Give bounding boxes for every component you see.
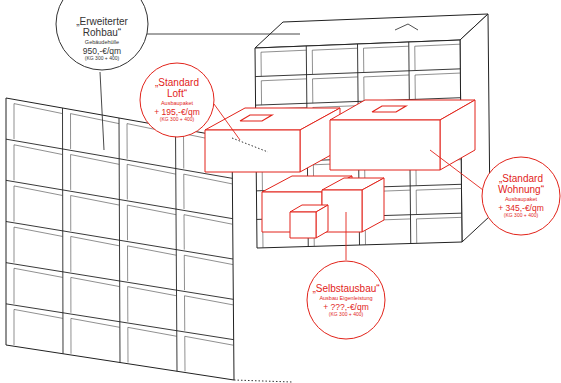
shelf-depth-line [128,287,177,322]
front-shelving [6,98,234,380]
shelf-depth-line [71,114,120,149]
shelf-depth-line [416,188,461,214]
shelf-depth-line [415,73,460,100]
leader-line [147,34,300,35]
shelf-floor [6,304,234,340]
shelf-depth-line [127,205,176,240]
shelf-depth-line [71,277,120,312]
callout-title: „Standard Loft“ [149,77,205,99]
shelf-depth-line [184,215,233,250]
module-face [362,178,384,232]
circle-shape [56,0,148,70]
circle-content: „Selbstausbau“Ausbau Eigenleistung + ???,… [306,260,386,340]
shelf-depth-line [185,296,234,331]
shelf-depth-line [185,336,234,371]
circle-outline [139,62,215,138]
price: + 195,-€/qm [154,108,200,117]
shelf-floor [6,263,233,300]
shelf-depth-line [128,246,177,281]
cost-group: (KG 300 + 400) [504,213,538,219]
roof-notch [395,24,418,30]
leader-line [346,212,347,260]
shelf-depth-line [313,77,358,103]
shelf-outline [6,98,234,380]
shelf-depth-line [261,50,306,76]
shelf-floor [255,69,460,77]
circle-content: „Standard Loft“Ausbaupaket + 195,-€/qm(KG… [139,62,215,138]
shelf-floor [6,139,232,178]
module-face [290,212,316,238]
module-face [316,205,328,238]
shelf-depth-line [184,255,233,290]
shelf-depth-line [71,236,120,271]
price: 950,-€/qm [83,47,121,56]
callout-title: „Selbstausbau“ [312,283,379,294]
callout-circle: „Standard Loft“Ausbaupaket + 195,-€/qm(KG… [139,62,215,138]
module-face [330,120,440,170]
cost-group: (KG 300 + 400) [160,117,194,123]
shelf-floor [6,180,233,218]
module-face [440,100,475,170]
price: + 345,-€/qm [498,204,544,213]
callout-circle: „Selbstausbau“Ausbau Eigenleistung + ???,… [306,260,386,340]
shelf-depth-line [261,79,306,105]
shelf-depth-line [127,164,176,199]
circle-content: „Standard Wohnung“Ausbaupaket + 345,-€/qm… [481,156,561,236]
shelf-depth-line [14,145,63,181]
shelf-depth-line [312,48,357,74]
circle-shape [140,63,214,137]
cost-group: (KG 300 + 400) [85,56,119,62]
circle-content: „Erweiterter Rohbau“Gebäudehülle 950,-€/q… [55,0,149,71]
circle-shape [307,261,385,339]
shelf-depth-line [415,44,460,71]
shelf-depth-line [14,104,63,140]
callout-title: „Erweiterter Rohbau“ [65,16,139,38]
shelf-depth-line [416,217,461,243]
circle-outline [481,156,561,236]
shelf-depth-line [184,174,233,209]
skylight [372,106,406,112]
dotted-edge [234,380,292,382]
shelf-depth-line [364,75,409,101]
shelf-depth-line [128,327,177,362]
callout-subtitle: Ausbaupaket [505,196,537,202]
shelf-depth-line [14,186,63,222]
skylight [240,115,272,121]
shelf-depth-line [364,46,409,73]
callout-circle: „Erweiterter Rohbau“Gebäudehülle 950,-€/q… [55,0,149,71]
shelf-depth-line [71,318,120,353]
shelf-depth-line [14,268,63,304]
leader-line [214,104,240,140]
leader-line [100,72,104,150]
shelf-depth-line [14,227,63,263]
callout-subtitle: Ausbau Eigenleistung [319,295,372,301]
price: + ???,-€/qm [323,303,369,312]
callout-subtitle: Ausbaupaket [161,100,193,106]
leader-line [430,150,483,190]
circle-shape [482,157,560,235]
shelf-depth-line [71,155,120,190]
fit-out-modules [205,100,475,238]
cost-group: (KG 300 + 400) [329,312,363,318]
dotted-edge [232,138,268,152]
callout-circle: „Standard Wohnung“Ausbaupaket + 345,-€/qm… [481,156,561,236]
callout-subtitle: Gebäudehülle [85,39,119,45]
module-face [205,130,300,172]
callout-title: „Standard Wohnung“ [491,173,551,195]
shelf-depth-line [14,309,63,345]
shelf-floor [6,222,233,260]
shelf-depth-line [71,196,120,231]
leader-lines [100,34,483,260]
